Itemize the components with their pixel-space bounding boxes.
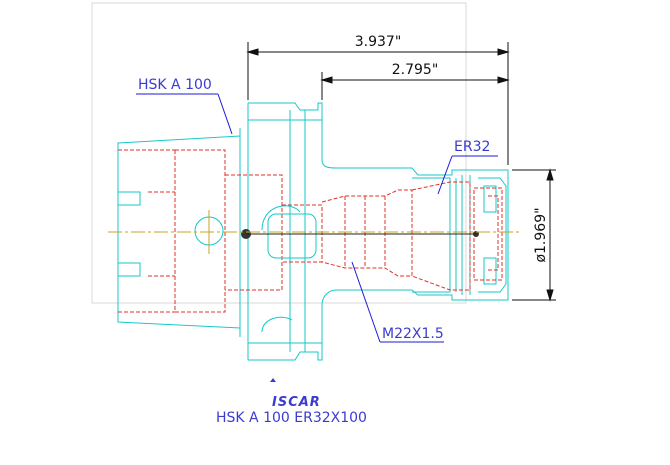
arrow-overall-right [497,48,510,56]
keyway-arc-bottom [261,316,293,333]
collet-taper-hidden [411,181,471,291]
nut-outline-lines [455,175,471,295]
arrow-gauge-right [497,76,510,84]
arrow-diameter-top [546,168,554,181]
logo-text: ISCAR [272,395,321,410]
leader-thread [351,261,381,343]
overall-length-label: 3.937" [355,34,402,50]
iscar-logo: ISCAR [270,378,321,410]
arrow-diameter-bottom [546,289,554,302]
logo-mark [270,378,276,382]
drawing-frame [91,2,467,304]
internal-taper-hidden [321,189,413,277]
thread-label: M22X1.5 [382,326,444,342]
part-name-label: HSK A 100 ER32X100 [216,410,367,426]
holder-type-label: HSK A 100 [138,77,212,93]
pullstud-pocket [267,213,317,259]
arrow-overall-left [246,48,259,56]
collet-label: ER32 [454,139,490,155]
hsk-wall-hidden [118,149,175,313]
hsk-drive-slots [117,143,141,322]
clamping-nut-outline [478,177,507,293]
gauge-length-label: 2.795" [392,62,439,78]
collet-hidden [473,187,503,281]
leader-er32 [437,155,453,195]
dimensions [246,42,556,302]
tool-outline [117,102,509,361]
hsk-bore-hidden [174,149,226,313]
leader-hsk [217,93,233,135]
hidden-lines [118,149,503,313]
hsk-slot-hidden [148,191,175,277]
collet-seat-outline [412,177,451,293]
arrow-gauge-left [320,76,333,84]
diameter-label: ø1.969" [533,207,549,262]
keyway-arc-top [261,205,301,231]
nut-slot-top [483,185,497,213]
leaders [136,93,498,343]
centerlines [108,210,520,254]
nut-slot-bottom [483,257,497,285]
